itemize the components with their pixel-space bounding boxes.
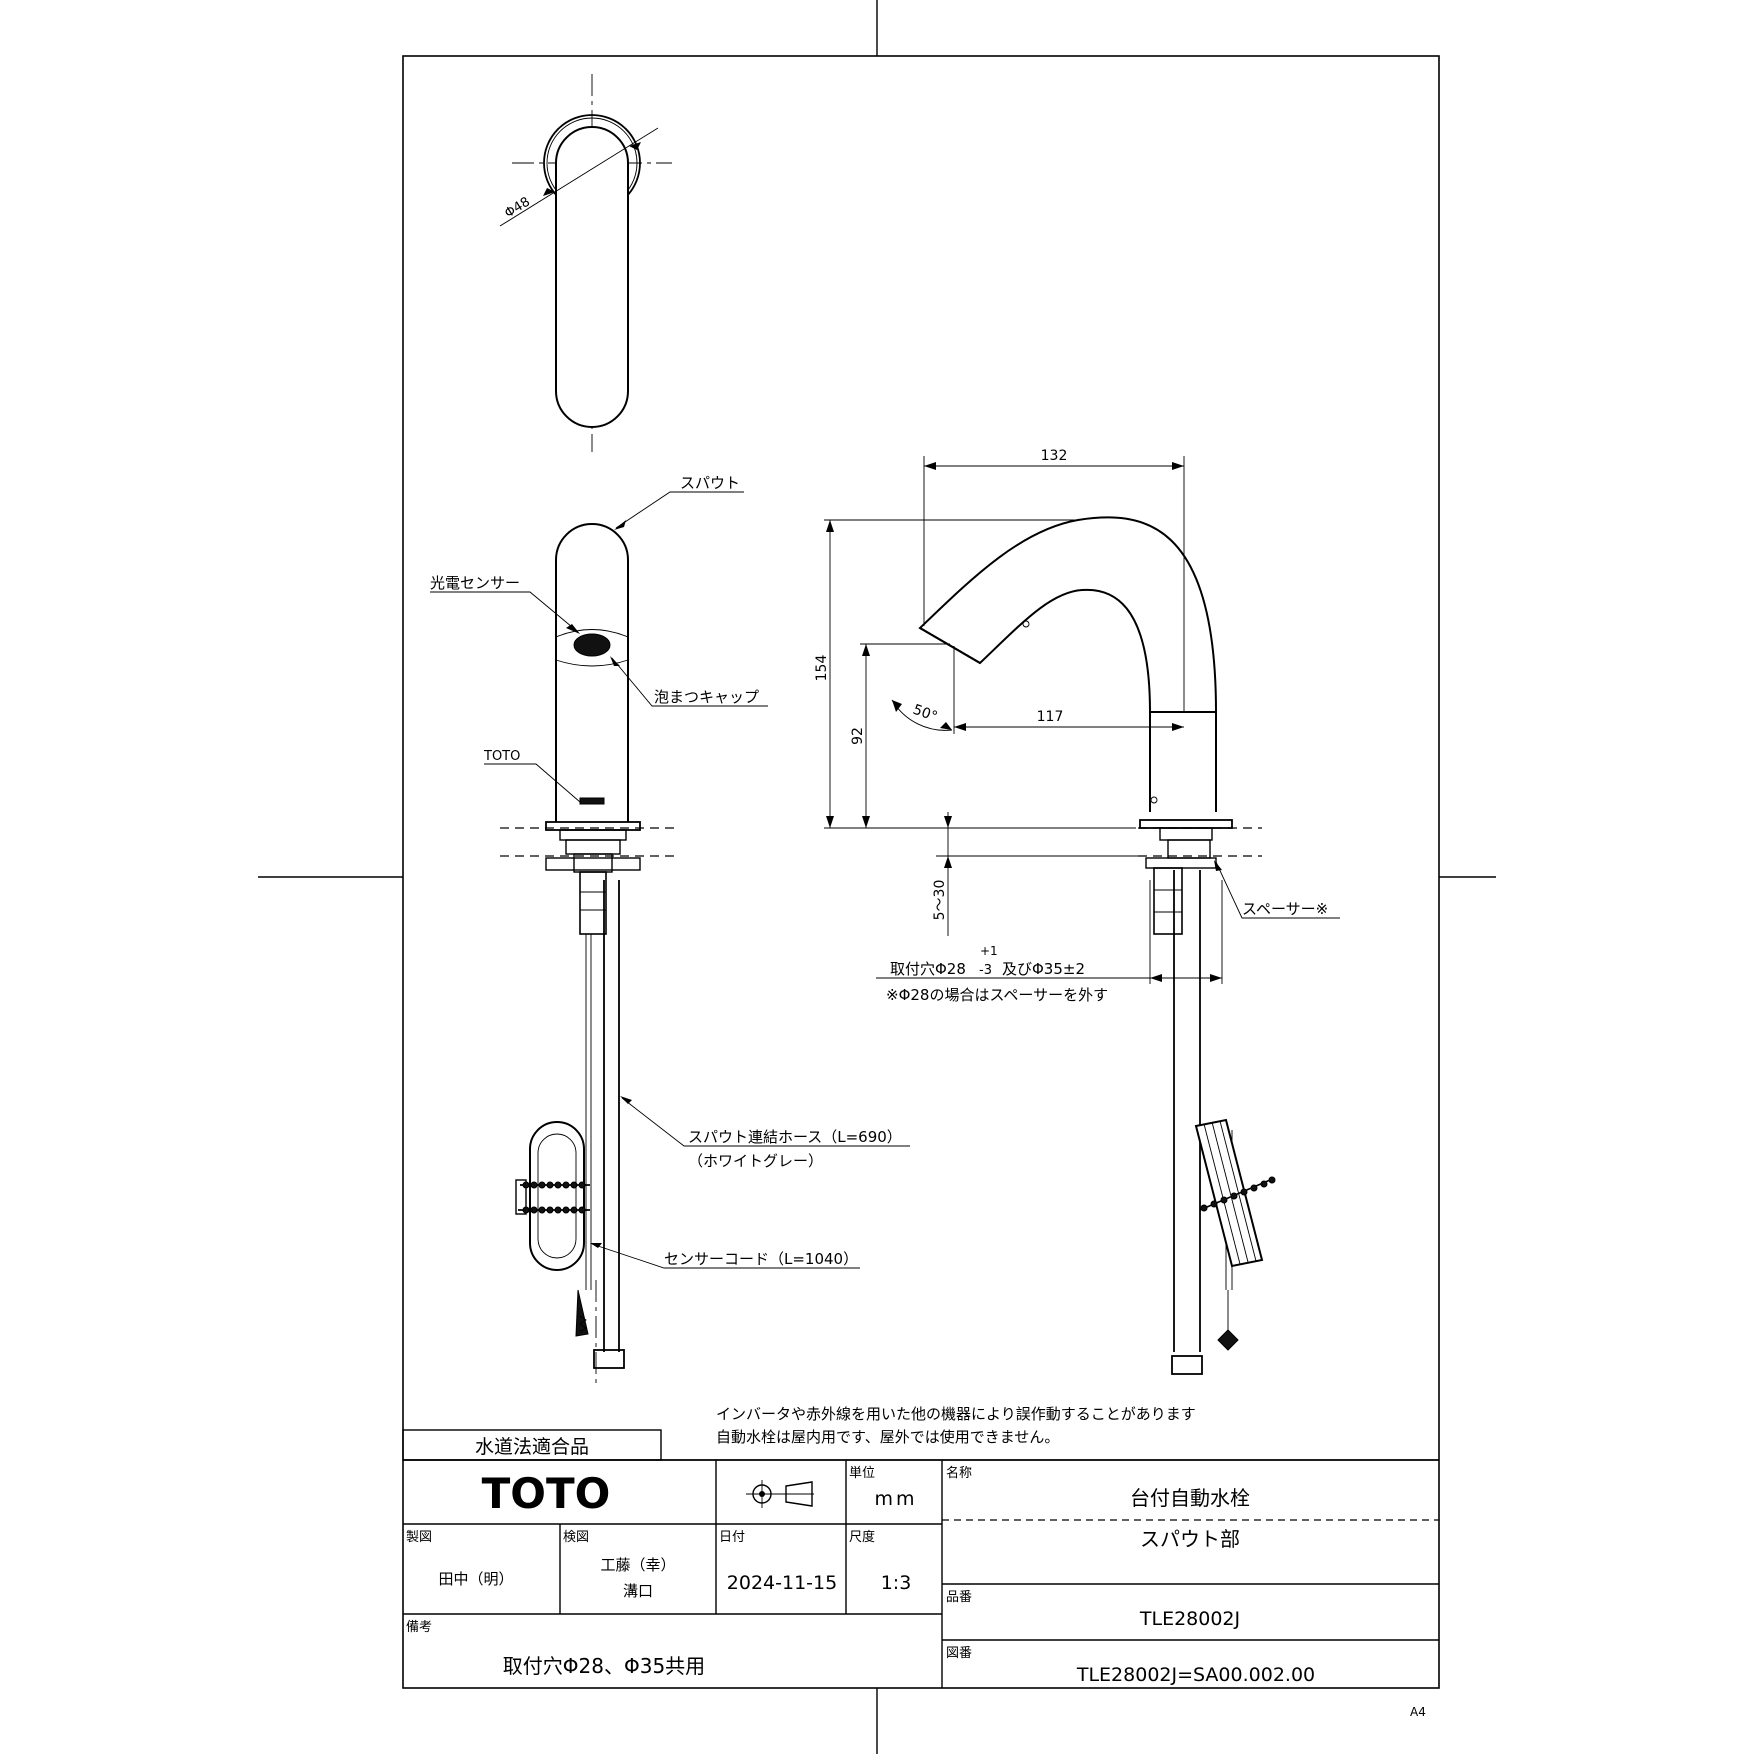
angle-50: 50° [911,702,940,726]
reach-117: 117 [1037,709,1064,725]
side-view [918,516,1276,1375]
unit-value: mm [874,1488,917,1510]
name-label: 名称 [946,1465,972,1481]
sensor-window [573,633,611,657]
hose-label-line2: （ホワイトグレー） [688,1152,823,1170]
remarks-label: 備考 [406,1619,432,1635]
mount-hole-suffix: 及びΦ35±2 [1002,960,1085,978]
side-view-dimensions: 132 154 92 50° 117 5～30 取付穴Φ28 +1 -3 [814,448,1340,1004]
note-line-2: 自動水栓は屋内用です、屋外では使用できません。 [716,1428,1059,1446]
name-line-2: スパウト部 [1140,1527,1240,1551]
remarks-value: 取付穴Φ28、Φ35共用 [503,1654,705,1678]
title-block: TOTO 単位 mm 名称 台付自動水栓 スパウト部 製図 田中（明） 検図 工… [403,1459,1439,1688]
scale-value: 1:3 [881,1572,912,1594]
part-no-value: TLE28002J [1139,1608,1240,1630]
mount-note: ※Φ28の場合はスペーサーを外す [886,986,1108,1004]
drawn-value: 田中（明） [438,1570,513,1588]
toto-mark-label: TOTO [483,749,520,764]
hose-label-line1: スパウト連結ホース（L=690） [688,1128,902,1146]
aerator-label: 泡まつキャップ [654,688,759,706]
sensor-label: 光電センサー [430,574,520,592]
projection-symbol-icon [746,1480,814,1508]
unit-label: 単位 [849,1465,875,1481]
mount-hole-prefix: 取付穴Φ28 [890,960,966,978]
width-132: 132 [1041,448,1068,464]
compliance-label: 水道法適合品 [475,1436,589,1458]
height-92: 92 [850,727,866,745]
date-value: 2024-11-15 [727,1572,837,1594]
checked-label: 検図 [563,1530,589,1545]
checked-value-1: 工藤（幸） [600,1556,675,1574]
cord-label: センサーコード（L=1040） [664,1250,858,1268]
diameter-label: Φ48 [502,194,533,221]
drawing-no-label: 図番 [946,1646,972,1661]
scale-label: 尺度 [849,1529,875,1545]
mount-hole-tol-lower: -3 [979,963,992,978]
spout-body [918,516,1218,713]
drawing-no-value: TLE28002J=SA00.002.00 [1076,1664,1315,1686]
drawn-label: 製図 [406,1530,432,1545]
date-label: 日付 [719,1530,745,1545]
front-view [500,523,680,1388]
thickness-5-30: 5～30 [932,880,948,921]
sheet-border [402,55,1440,1689]
part-no-label: 品番 [946,1590,972,1605]
height-154: 154 [814,655,830,682]
mount-hole-tol-upper: +1 [980,944,998,958]
toto-logo: TOTO [482,1469,611,1518]
name-line-1: 台付自動水栓 [1130,1486,1250,1510]
spout-label: スパウト [680,474,740,492]
top-view: Φ48 [499,74,672,452]
toto-badge [579,797,605,805]
checked-value-2: 溝口 [623,1582,653,1600]
paper-size: A4 [1410,1705,1426,1719]
note-line-1: インバータや赤外線を用いた他の機器により誤作動することがあります [716,1405,1196,1423]
spacer-label: スペーサー※ [1242,900,1328,918]
front-view-callouts: スパウト 光電センサー 泡まつキャップ TOTO スパウト連結ホース（L=690… [430,474,910,1269]
